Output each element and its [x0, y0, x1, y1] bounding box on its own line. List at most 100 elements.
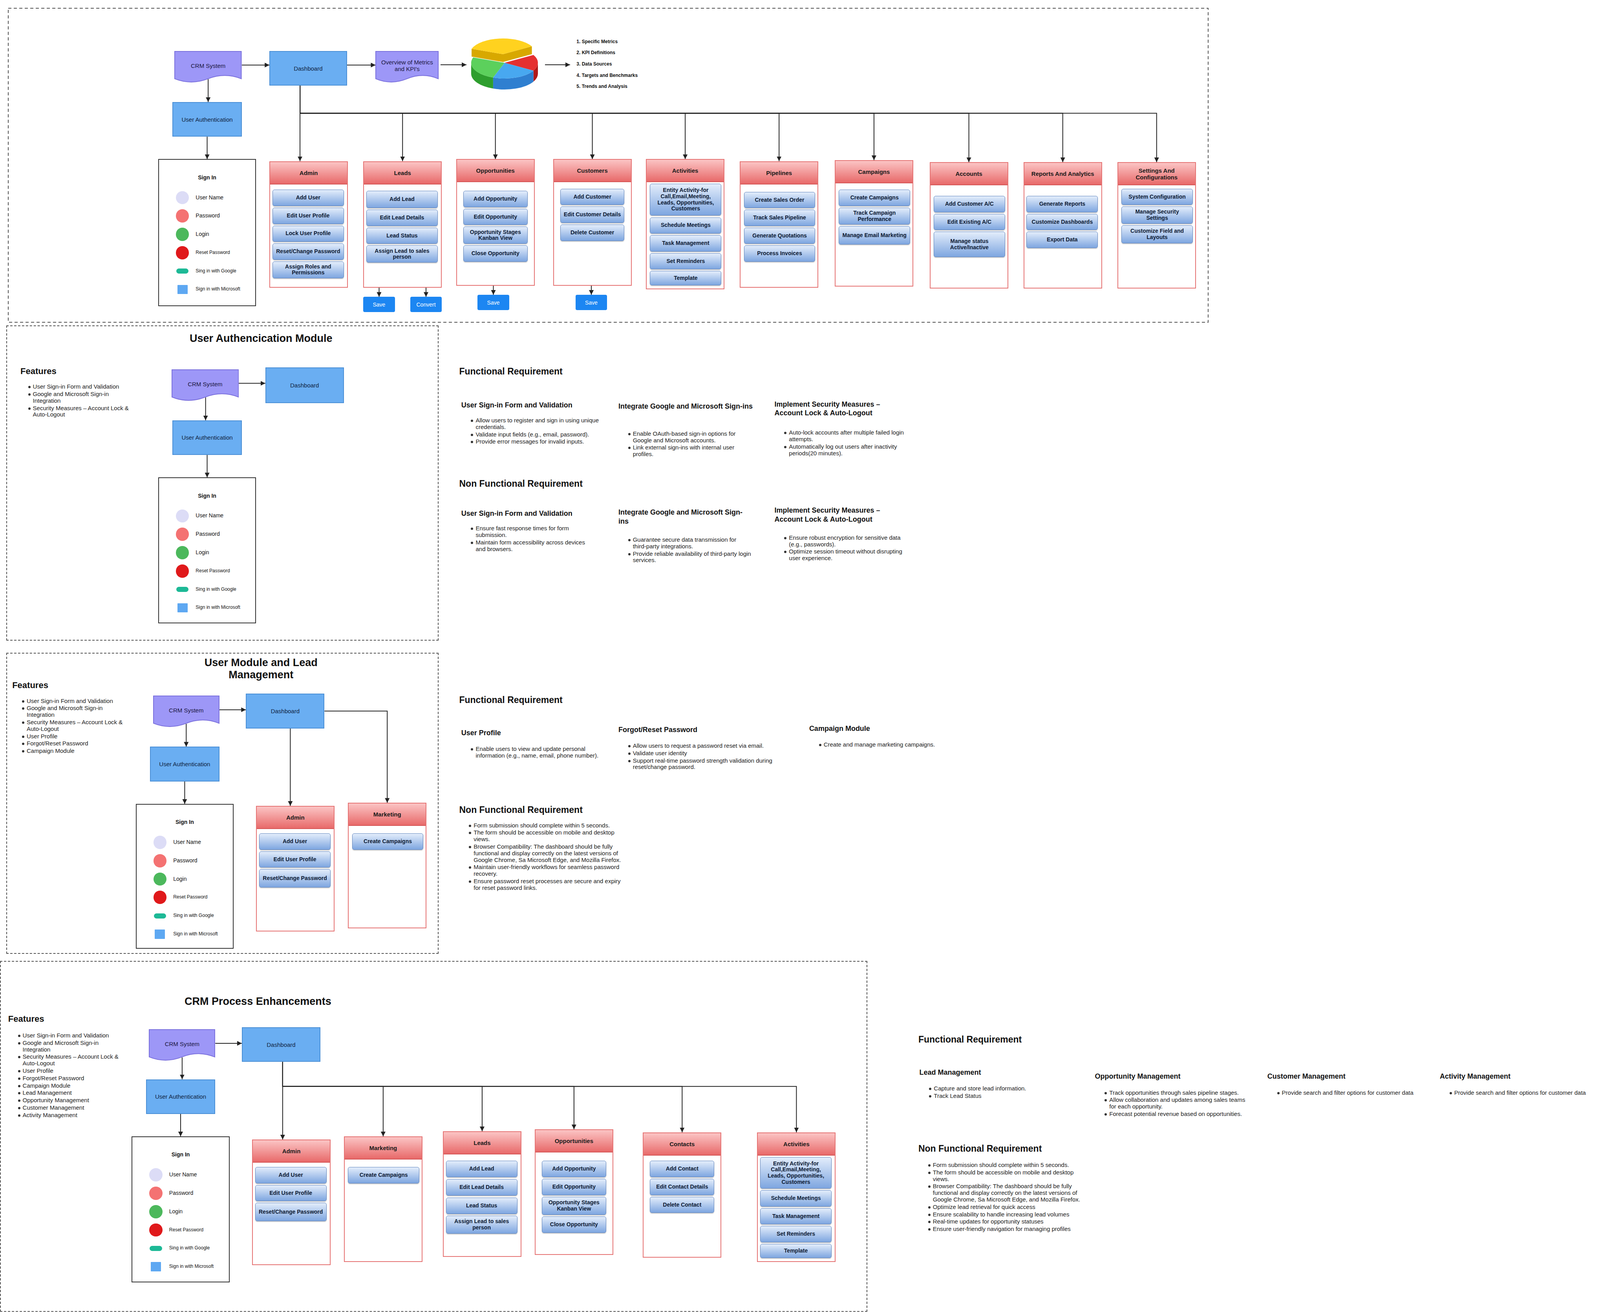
sign-in-title: Sign In: [136, 819, 233, 826]
action-button: Task Management: [760, 1208, 832, 1226]
circle-icon: [153, 854, 167, 868]
bullet-text: Form submission should complete within 5…: [932, 1162, 1090, 1169]
connector: [181, 1057, 183, 1080]
save-button: Save: [575, 294, 608, 311]
bullet-text: Opportunity Management: [22, 1097, 124, 1105]
list-item: 2. KPI Definitions: [576, 49, 616, 56]
panel-title: Activities: [783, 1141, 810, 1148]
bullet-dot: [21, 742, 25, 746]
bullet-dot: [1104, 1113, 1107, 1116]
node-label: Edit User Profile: [286, 212, 330, 220]
connector: [282, 1062, 384, 1137]
node-label: Edit Opportunity: [552, 1184, 596, 1191]
node-label: User Authentication: [181, 116, 233, 123]
node-label: Export Data: [1046, 236, 1078, 244]
module-panel: OpportunitiesAdd OpportunityEdit Opportu…: [456, 159, 535, 286]
node-label: Opportunity Stages Kanban View: [544, 1199, 604, 1213]
sign-in-option: Sign in with Microsoft: [169, 1264, 219, 1270]
panel-header: Settings And Configurations: [1118, 162, 1196, 186]
node-label: Template: [784, 1248, 808, 1255]
document-shape: CRM System: [148, 1029, 216, 1063]
bullet-text: User Sign-in Form and Validation: [26, 698, 128, 705]
panel-header: Pipelines: [740, 162, 818, 185]
bullet-dot: [18, 1092, 21, 1095]
document-path: [174, 51, 242, 83]
bullet-text: Enable users to view and update personal…: [475, 746, 609, 760]
bullet-dot: [628, 433, 631, 436]
node-label: Edit Opportunity: [473, 213, 518, 221]
bullet-dot: [468, 824, 472, 828]
bullet-dot: [470, 541, 474, 545]
google-icon: [176, 268, 189, 274]
bullet-dot: [628, 745, 631, 748]
panel-title: Admin: [286, 814, 305, 822]
connector: [347, 64, 376, 66]
bullet-dot: [18, 1034, 21, 1038]
panel-title: Opportunities: [476, 167, 515, 174]
list-item: 3. Data Sources: [576, 61, 612, 67]
panel-header: Admin: [270, 162, 348, 185]
bullet-text: Maintain form accessibility across devic…: [475, 539, 594, 553]
section-frame: User Authencication ModuleCRM SystemDash…: [6, 325, 439, 641]
bullet-dot: [1449, 1092, 1452, 1095]
node-label: Task Management: [661, 240, 710, 247]
panel-title: Customers: [576, 167, 608, 174]
circle-icon: [153, 890, 167, 905]
arrow: [440, 64, 467, 66]
bullet-text: Allow collaboration and updates among sa…: [1109, 1097, 1253, 1111]
node-label: Reset/Change Password: [262, 875, 327, 882]
node-label: Manage Email Marketing: [842, 232, 907, 239]
node-label: Delete Contact: [662, 1202, 702, 1209]
sign-in-option: Reset Password: [195, 568, 245, 574]
sign-in-option: Login: [169, 1208, 219, 1215]
action-button: Schedule Meetings: [760, 1190, 832, 1207]
bullet-text: Link external sign-ins with internal use…: [632, 444, 752, 458]
process-box: Dashboard: [241, 1027, 321, 1063]
action-button: Create Campaigns: [838, 189, 911, 207]
action-button: Manage status Active/Inactive: [933, 231, 1006, 258]
bullet-text: Ensure robust encryption for sensitive d…: [788, 534, 913, 549]
panel-title: Contacts: [669, 1141, 695, 1148]
action-button: Edit User Profile: [272, 207, 344, 225]
bullet-text: Ensure password reset processes are secu…: [473, 878, 623, 892]
bullet-text: Provide search and filter options for cu…: [1281, 1089, 1429, 1097]
action-button: Assign Lead to sales person: [446, 1216, 518, 1235]
node-label: Generate Quotations: [752, 232, 807, 240]
module-panel: ActivitiesEntity Activity-for Call,Email…: [645, 159, 725, 289]
node-label: Add Lead: [469, 1166, 495, 1173]
sign-in-panel: Sign InUser NamePasswordLoginReset Passw…: [135, 804, 234, 950]
bullet-dot: [928, 1088, 932, 1091]
bullet-dot: [1277, 1092, 1280, 1095]
connector: [219, 709, 247, 711]
panel-header: Admin: [252, 1140, 330, 1163]
subheading: User Profile: [461, 728, 605, 738]
subheading: Implement Security Measures – Account Lo…: [774, 506, 903, 524]
section-title: CRM Process Enhancements: [130, 995, 386, 1008]
node-label: Edit User Profile: [269, 1190, 313, 1197]
action-button: Reset/Change Password: [259, 869, 331, 888]
panel-title: Opportunities: [554, 1137, 594, 1145]
action-button: Template: [760, 1244, 832, 1259]
action-button: Customize Dashboards: [1026, 213, 1098, 231]
action-button: Create Sales Order: [744, 192, 816, 209]
node-label: Save: [585, 299, 598, 306]
subheading: User Sign-in Form and Validation: [461, 509, 615, 519]
bullet-dot: [784, 446, 787, 449]
bullet-dot: [468, 846, 472, 849]
document-shape: CRM System: [174, 51, 242, 84]
bullet-text: Provide error messages for invalid input…: [475, 438, 609, 446]
panel-title: Admin: [299, 169, 319, 177]
node-label: Process Invoices: [757, 250, 802, 257]
node-label: Track Campaign Performance: [841, 210, 908, 223]
requirement-heading: Non Functional Requirement: [458, 478, 583, 490]
subheading: Integrate Google and Microsoft Sign-ins: [618, 508, 752, 526]
panel-header: Campaigns: [835, 160, 913, 184]
sign-in-option: Password: [169, 1190, 219, 1197]
module-panel: OpportunitiesAdd OpportunityEdit Opportu…: [534, 1129, 614, 1256]
bullet-text: Track Lead Status: [933, 1093, 1073, 1100]
panel-header: Customers: [554, 159, 631, 183]
action-button: Manage Security Settings: [1121, 206, 1193, 224]
bullet-dot: [470, 527, 474, 531]
bullet-text: Customer Management: [22, 1104, 124, 1112]
sign-in-option: Password: [195, 531, 245, 538]
